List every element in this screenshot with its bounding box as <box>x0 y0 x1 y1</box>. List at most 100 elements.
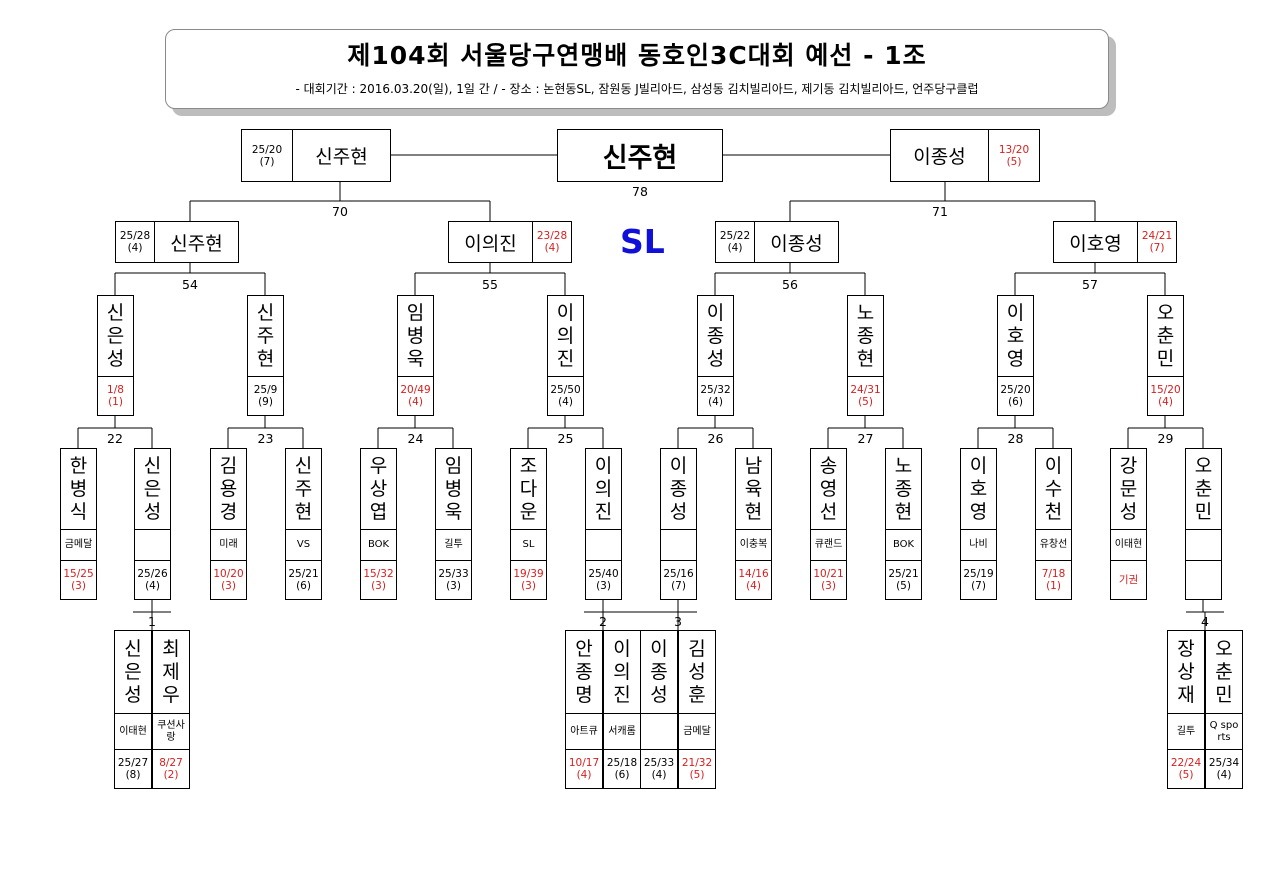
r32-score: 25/16(7) <box>660 560 697 600</box>
qf-score: 24/21(7) <box>1137 221 1177 263</box>
r32-score: 25/21(5) <box>885 560 922 600</box>
match-number: 24 <box>407 431 424 446</box>
r32-score: 25/19(7) <box>960 560 997 600</box>
r64-player: 이의진 <box>603 630 641 714</box>
r32-player: 이수천 <box>1035 448 1072 530</box>
r32-player: 노종현 <box>885 448 922 530</box>
r64-club: 길투 <box>1167 713 1205 750</box>
match-number: 55 <box>482 277 498 292</box>
r32-club: 이충복 <box>735 529 772 561</box>
semifinal-player: 이종성 <box>890 129 989 182</box>
r32-club: SL <box>510 529 547 561</box>
r32-player: 송영선 <box>810 448 847 530</box>
r64-club <box>640 713 678 750</box>
r64-score: 22/24(5) <box>1167 749 1205 789</box>
r16-score: 15/20(4) <box>1147 376 1184 416</box>
page-title: 제104회 서울당구연맹배 동호인3C대회 예선 - 1조 <box>347 41 927 70</box>
r64-player: 장상재 <box>1167 630 1205 714</box>
r64-club: Q sports <box>1205 713 1243 750</box>
r32-player: 이호영 <box>960 448 997 530</box>
match-number: 4 <box>1201 614 1209 629</box>
r32-score: 15/25(3) <box>60 560 97 600</box>
r32-club: 이태현 <box>1110 529 1147 561</box>
qf-player: 이의진 <box>448 221 533 263</box>
r32-score: 기권 <box>1110 560 1147 600</box>
r64-player: 신은성 <box>114 630 152 714</box>
r32-club: VS <box>285 529 322 561</box>
semifinal-score: 13/20(5) <box>988 129 1040 182</box>
r16-player: 신은성 <box>97 295 134 377</box>
r16-score: 24/31(5) <box>847 376 884 416</box>
r64-club: 서캐롬 <box>603 713 641 750</box>
r32-score: 25/21(6) <box>285 560 322 600</box>
match-number: 54 <box>182 277 198 292</box>
r32-player: 한병식 <box>60 448 97 530</box>
r32-score: 10/21(3) <box>810 560 847 600</box>
r32-score: 19/39(3) <box>510 560 547 600</box>
r16-player: 이호영 <box>997 295 1034 377</box>
r32-player: 김용경 <box>210 448 247 530</box>
qf-player: 이종성 <box>754 221 839 263</box>
r16-score: 25/20(6) <box>997 376 1034 416</box>
r64-club: 쿠션사랑 <box>152 713 190 750</box>
r32-score: 15/32(3) <box>360 560 397 600</box>
r16-score: 25/9(9) <box>247 376 284 416</box>
r64-club: 금메달 <box>678 713 716 750</box>
r16-player: 이의진 <box>547 295 584 377</box>
page-subtitle: - 대회기간 : 2016.03.20(일), 1일 간 / - 장소 : 논현… <box>295 82 979 96</box>
match-number: 25 <box>557 431 574 446</box>
r32-player: 남육현 <box>735 448 772 530</box>
r32-club <box>585 529 622 561</box>
venue-label: SL <box>620 222 665 261</box>
r16-player: 오춘민 <box>1147 295 1184 377</box>
qf-score: 23/28(4) <box>532 221 572 263</box>
r32-club <box>134 529 171 561</box>
r32-score: 25/33(3) <box>435 560 472 600</box>
r32-club: 미래 <box>210 529 247 561</box>
qf-score: 25/22(4) <box>715 221 755 263</box>
match-number: 22 <box>107 431 123 446</box>
r32-club: 큐랜드 <box>810 529 847 561</box>
r64-player: 김성훈 <box>678 630 716 714</box>
r32-score: 25/26(4) <box>134 560 171 600</box>
r32-player: 임병욱 <box>435 448 472 530</box>
match-number: 28 <box>1007 431 1024 446</box>
r16-score: 25/32(4) <box>697 376 734 416</box>
match-number: 3 <box>674 614 682 629</box>
r32-score <box>1185 560 1222 600</box>
semifinal-player: 신주현 <box>292 129 391 182</box>
r32-player: 이종성 <box>660 448 697 530</box>
r32-club <box>660 529 697 561</box>
r16-score: 25/50(4) <box>547 376 584 416</box>
r32-player: 우상엽 <box>360 448 397 530</box>
match-number: 70 <box>332 204 348 219</box>
r64-score: 21/32(5) <box>678 749 716 789</box>
r32-player: 강문성 <box>1110 448 1147 530</box>
qf-score: 25/28(4) <box>115 221 155 263</box>
r32-player: 신은성 <box>134 448 171 530</box>
r16-player: 신주현 <box>247 295 284 377</box>
r32-player: 조다운 <box>510 448 547 530</box>
match-number: 27 <box>857 431 874 446</box>
r64-player: 최제우 <box>152 630 190 714</box>
match-number: 1 <box>148 614 156 629</box>
r16-player: 이종성 <box>697 295 734 377</box>
r64-player: 이종성 <box>640 630 678 714</box>
r16-player: 임병욱 <box>397 295 434 377</box>
r32-score: 14/16(4) <box>735 560 772 600</box>
r64-club: 이태현 <box>114 713 152 750</box>
r32-club: 길투 <box>435 529 472 561</box>
r64-club: 아트큐 <box>565 713 603 750</box>
r64-score: 25/33(4) <box>640 749 678 789</box>
r64-player: 안종명 <box>565 630 603 714</box>
r64-score: 25/27(8) <box>114 749 152 789</box>
r64-score: 10/17(4) <box>565 749 603 789</box>
r16-player: 노종현 <box>847 295 884 377</box>
match-number: 71 <box>932 204 948 219</box>
match-number: 2 <box>599 614 607 629</box>
r64-score: 25/34(4) <box>1205 749 1243 789</box>
final-winner: 신주현 <box>557 129 723 182</box>
r16-score: 20/49(4) <box>397 376 434 416</box>
r32-club <box>1185 529 1222 561</box>
